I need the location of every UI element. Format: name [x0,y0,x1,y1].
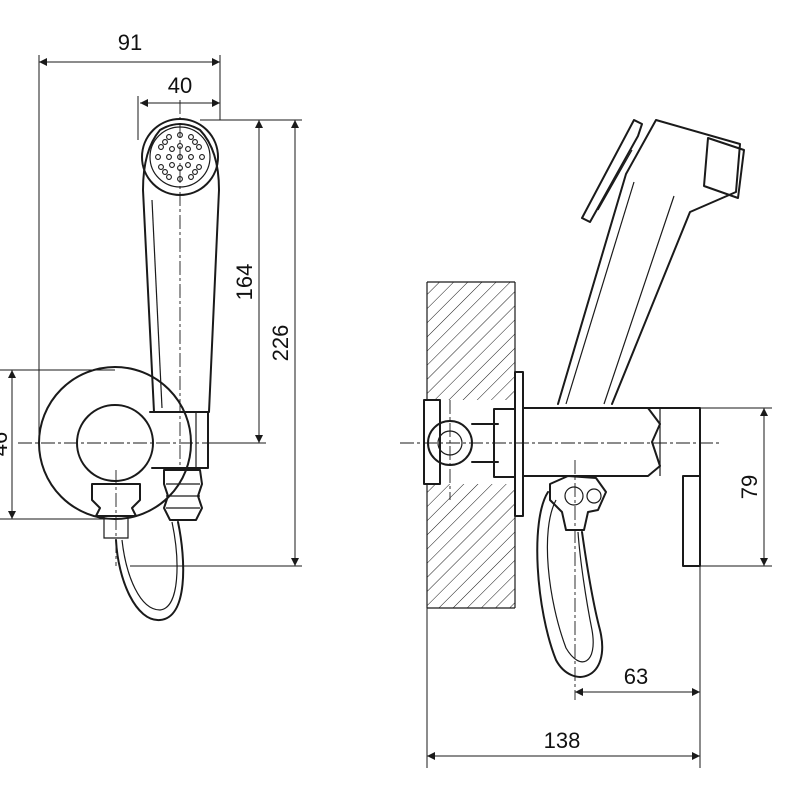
dim-label-138: 138 [544,728,581,753]
front-dimensions: 91 40 164 226 46 [0,30,302,567]
dim-label-40: 40 [168,73,192,98]
handset-side [557,119,741,405]
hose-nut-left [91,483,141,517]
dim-label-46: 46 [0,432,12,456]
hose-connector-right [163,469,203,521]
dim-label-164: 164 [232,264,257,301]
handset-body [142,123,220,413]
front-view [18,100,240,622]
dim-label-79: 79 [737,475,762,499]
dim-label-226: 226 [268,325,293,362]
hose-loop-side [536,491,604,678]
side-view [400,119,745,700]
dim-label-63: 63 [624,664,648,689]
side-dimensions: 79 63 138 [426,407,772,768]
nozzle-end [703,137,745,199]
wall-plate [514,371,524,517]
hose-connector-side [549,475,607,531]
trigger-lever [581,119,643,223]
spray-nozzles [155,132,205,182]
holder-bracket [149,411,209,469]
wall-section-upper [427,282,515,400]
valve-body [522,407,661,477]
hose-loop [115,521,185,622]
wall-section-lower [427,484,515,608]
dim-label-91: 91 [118,30,142,55]
